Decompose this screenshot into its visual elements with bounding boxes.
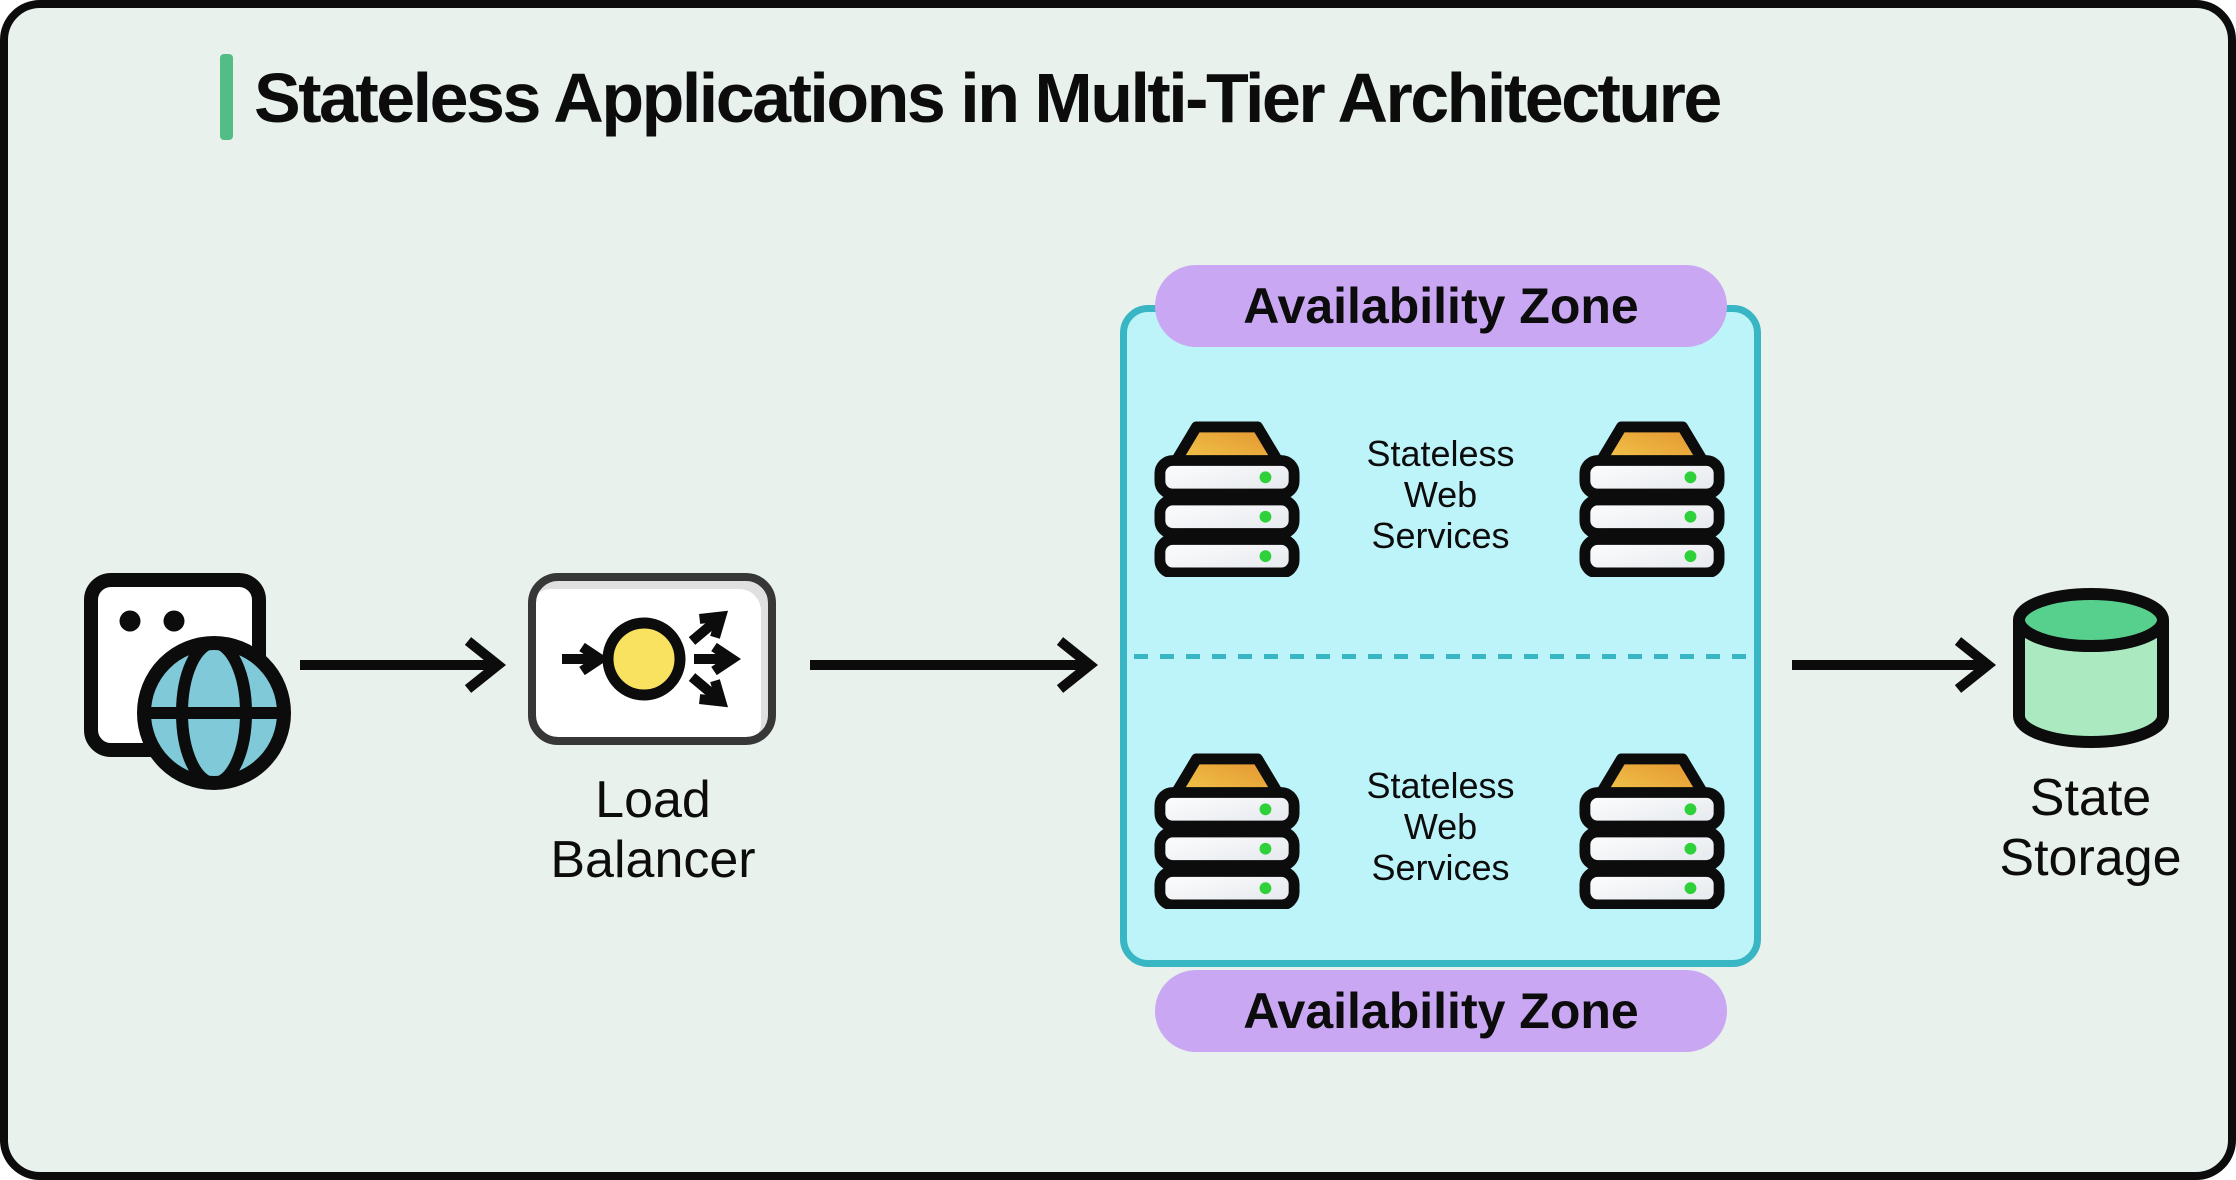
database-cylinder-icon	[2013, 588, 2169, 748]
server-stack-icon	[1578, 419, 1726, 577]
state-storage-label: State Storage	[1999, 769, 2182, 887]
web-client-icon	[84, 573, 291, 790]
globe-icon	[137, 636, 291, 790]
server-stack-icon	[1578, 751, 1726, 909]
title-accent-bar	[220, 54, 233, 140]
flow-arrow-lb-to-zone-icon	[810, 637, 1099, 693]
flow-arrow-zone-to-storage-icon	[1792, 637, 1997, 693]
zone-divider-dashed-line	[1134, 654, 1747, 659]
server-stack-icon	[1153, 751, 1301, 909]
stateless-services-label-top: Stateless Web Services	[1366, 433, 1515, 556]
page-title: Stateless Applications in Multi-Tier Arc…	[254, 59, 1722, 137]
load-balancer-label: Load Balancer	[550, 771, 756, 889]
availability-zone-badge-top: Availability Zone	[1155, 265, 1727, 347]
availability-zone-group: Stateless Web Services Stateless Web Ser…	[1120, 265, 1761, 1054]
load-balancer-node	[528, 573, 776, 745]
load-balancer-icon	[552, 589, 752, 729]
flow-arrow-client-to-lb-icon	[300, 637, 507, 693]
stateless-services-label-bottom: Stateless Web Services	[1366, 765, 1515, 888]
server-stack-icon	[1153, 419, 1301, 577]
availability-zone-badge-bottom: Availability Zone	[1155, 970, 1727, 1052]
